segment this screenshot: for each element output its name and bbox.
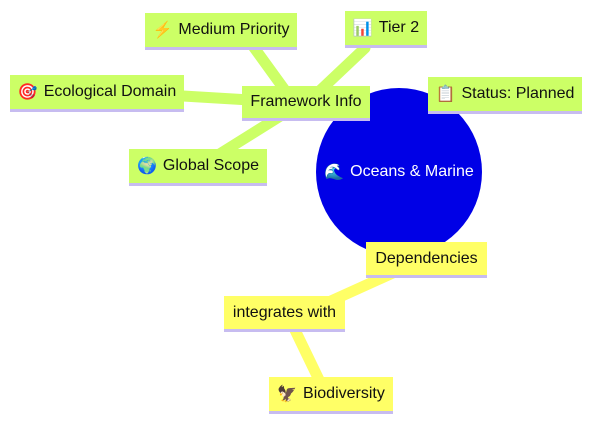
biodiversity-label: Biodiversity [303,385,385,402]
medium-priority-label: Medium Priority [178,21,290,38]
global-scope-label: Global Scope [162,157,259,174]
center-node-oceans-marine[interactable]: 🌊 Oceans & Marine [316,88,482,256]
global-scope-node[interactable]: 🌍 Global Scope [129,149,267,186]
framework-info-label: Framework Info [250,93,362,110]
biodiversity-node[interactable]: 🦅 Biodiversity [269,377,393,414]
dependencies-node[interactable]: Dependencies [366,242,487,278]
lightning-icon: ⚡ [152,22,173,39]
ecological-domain-label: Ecological Domain [43,83,177,100]
tier-2-node[interactable]: 📊 Tier 2 [345,11,427,48]
globe-icon: 🌍 [137,158,157,175]
tier-2-label: Tier 2 [378,19,420,36]
wave-icon: 🌊 [324,164,345,181]
eagle-icon: 🦅 [277,386,298,403]
connector-framework-ecological-domain [177,90,256,106]
dependencies-label: Dependencies [375,249,478,267]
center-node-label: Oceans & Marine [350,163,474,180]
target-icon: 🎯 [17,84,38,101]
integrates-with-label: integrates with [232,303,337,321]
status-planned-node[interactable]: 📋 Status: Planned [428,77,582,114]
medium-priority-node[interactable]: ⚡ Medium Priority [145,13,297,50]
integrates-with-node[interactable]: integrates with [224,296,345,332]
connector-integrates-biodiversity [289,324,328,392]
clipboard-icon: 📋 [435,86,456,103]
bar-chart-icon: 📊 [352,20,373,37]
status-planned-label: Status: Planned [461,85,575,102]
ecological-domain-node[interactable]: 🎯 Ecological Domain [10,75,184,112]
framework-info-node[interactable]: Framework Info [242,86,370,121]
